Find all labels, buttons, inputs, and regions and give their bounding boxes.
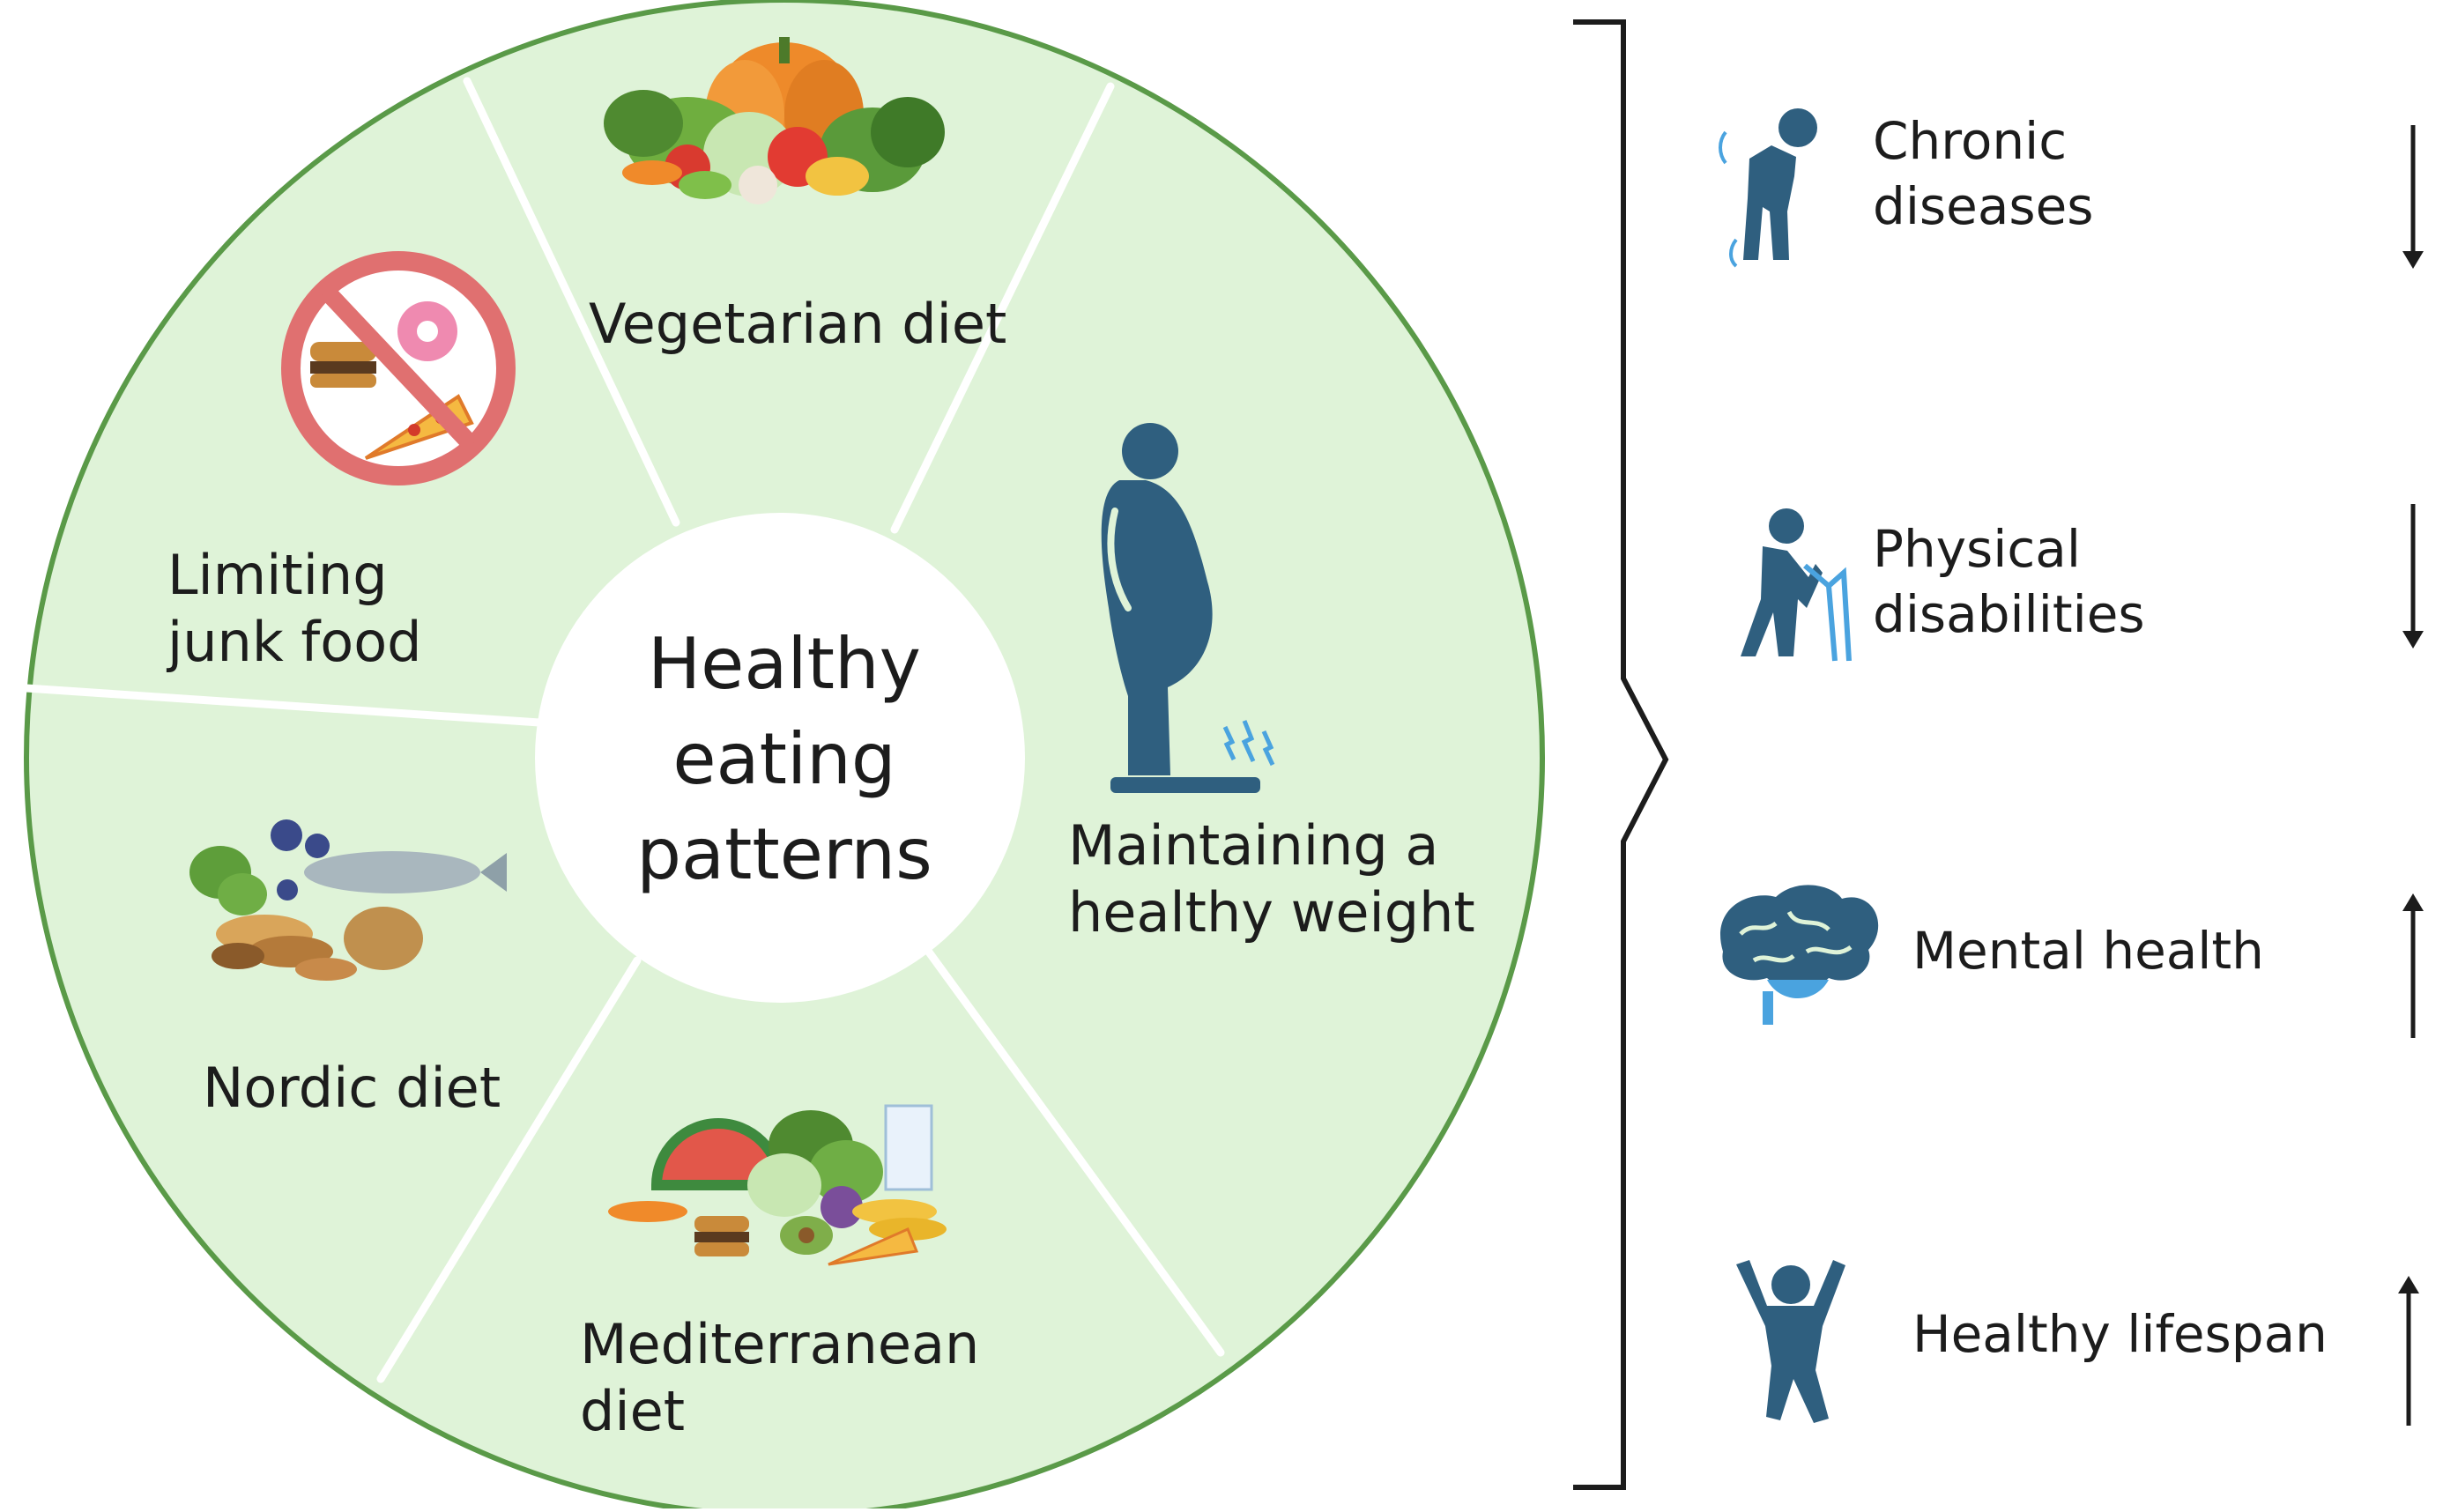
divider-left: [9, 683, 544, 727]
segment-label-vegetarian: Vegetarian diet: [589, 292, 1007, 356]
person-with-walker-icon: [1741, 508, 1852, 662]
jumping-person-icon: [1736, 1260, 1845, 1423]
outcome-label-physical-disabilities: Physical disabilities: [1873, 519, 2145, 644]
divider-bottom-left: [376, 956, 642, 1383]
segment-label-junk-food: Limiting junk food: [167, 543, 422, 674]
divider-top-right: [890, 82, 1115, 534]
segment-label-nordic: Nordic diet: [203, 1056, 501, 1120]
divider-top-left: [463, 77, 680, 527]
brain-icon: [1720, 885, 1879, 1025]
person-on-scale-icon: [1101, 423, 1260, 793]
segment-label-healthy-weight: Maintaining a healthy weight: [1068, 813, 1475, 945]
divider-right: [921, 943, 1225, 1357]
no-junk-food-icon: [281, 251, 516, 485]
vegetables-icon: [604, 37, 945, 204]
center-title: Healthy eating patterns: [636, 623, 932, 895]
scale-alert-icon: [1222, 720, 1275, 767]
outcome-label-mental-health: Mental health: [1912, 921, 2264, 981]
nordic-food-icon: [189, 819, 507, 981]
segment-label-mediterranean: Mediterranean diet: [580, 1312, 980, 1443]
trend-arrows: [2398, 125, 2424, 1426]
mediterranean-food-icon: [608, 1104, 947, 1266]
center-disk: [535, 513, 1025, 1003]
hunched-person-icon: [1719, 108, 1817, 268]
segment-dividers: [9, 77, 1225, 1383]
outcome-label-healthy-lifespan: Healthy lifespan: [1912, 1304, 2328, 1364]
outcome-bracket: [1573, 19, 1669, 1490]
outcome-label-chronic-diseases: Chronic diseases: [1873, 111, 2094, 236]
